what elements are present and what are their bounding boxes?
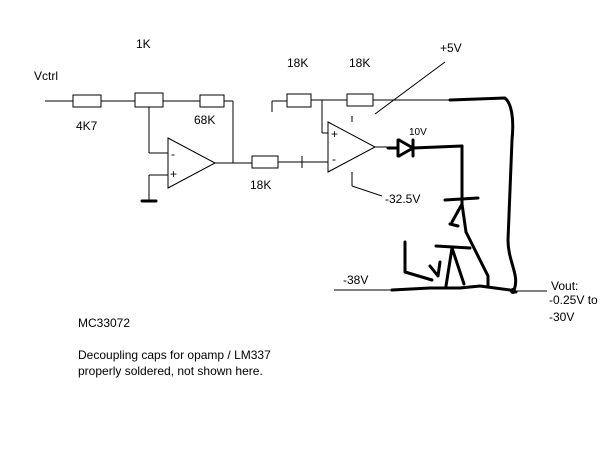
opamp2-plus-sign: + xyxy=(331,127,338,141)
resistor-68k xyxy=(199,94,225,108)
opamp1-plus-sign: + xyxy=(170,167,177,181)
note-line-2: properly soldered, not shown here. xyxy=(78,364,263,378)
transistor-2 xyxy=(434,244,472,288)
label-vctrl: Vctrl xyxy=(34,69,58,83)
label-chip: MC33072 xyxy=(78,316,130,330)
opamp1-minus-sign: - xyxy=(171,147,175,161)
opamp-1 xyxy=(167,137,217,189)
label-plus-5v: +5V xyxy=(440,41,462,55)
transistor-1 xyxy=(443,196,480,234)
label-neg-38v: -38V xyxy=(343,273,368,287)
wire-transistor-1-collector xyxy=(464,230,490,288)
label-neg-32-5v: -32.5V xyxy=(385,192,420,206)
label-18k-a: 18K xyxy=(287,56,308,70)
resistor-18k-a xyxy=(286,93,312,108)
zener-diode-10v xyxy=(386,138,464,158)
opamp-2 xyxy=(327,121,377,173)
resistor-18k-b xyxy=(346,93,374,107)
label-4k7: 4K7 xyxy=(76,119,98,133)
label-68k: 68K xyxy=(194,113,215,127)
transistor-2-arrow xyxy=(428,260,442,278)
wire-pos-feedback-loop xyxy=(448,96,518,292)
label-18k-b: 18K xyxy=(349,56,370,70)
wire-transistor-2-base xyxy=(403,240,434,282)
wire-pos-supply-leader xyxy=(374,61,446,115)
label-1k: 1K xyxy=(136,37,151,51)
transistor-1-emitter-arrow xyxy=(448,222,460,228)
resistor-18k-c xyxy=(251,155,279,169)
wire-neg-supply-leader xyxy=(351,185,383,197)
wire-neg-input-rail xyxy=(390,284,518,294)
opamp2-minus-sign: - xyxy=(332,152,336,166)
note-line-1: Decoupling caps for opamp / LM337 xyxy=(78,348,271,362)
label-zener-10v: 10V xyxy=(409,127,427,138)
label-vout-range-2: -30V xyxy=(549,310,574,324)
label-vout-title: Vout: xyxy=(551,279,578,293)
label-18k-c: 18K xyxy=(250,178,271,192)
label-vout-range-1: -0.25V to xyxy=(549,293,598,307)
potentiometer-1k xyxy=(134,92,164,108)
resistor-4k7 xyxy=(72,94,102,108)
